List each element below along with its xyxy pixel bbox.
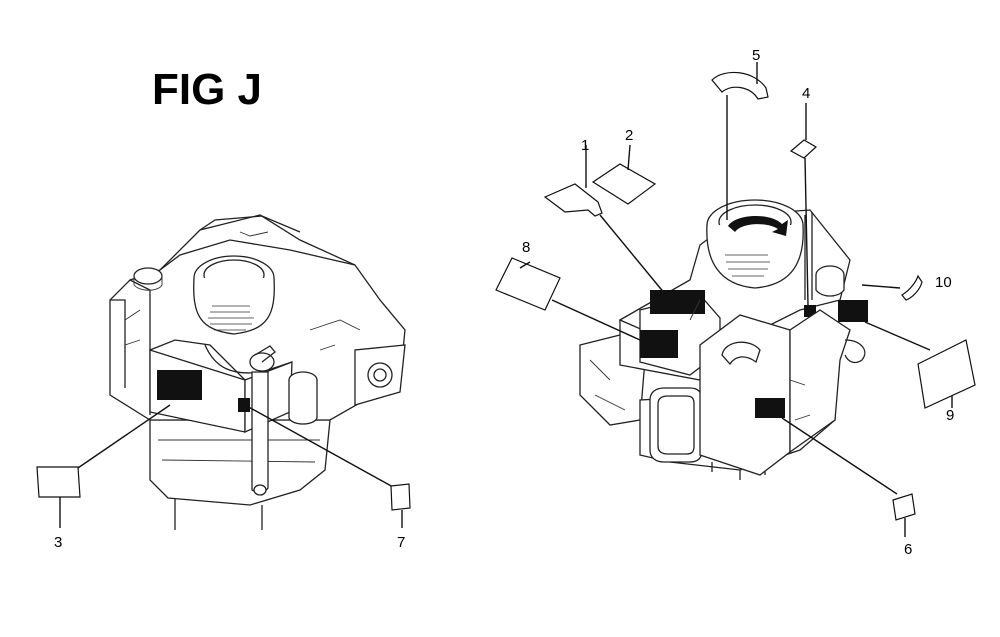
- label-part-2: [591, 163, 657, 205]
- leader-10: [861, 284, 901, 289]
- leader-8: [551, 299, 641, 341]
- leader-4: [804, 157, 809, 306]
- label-part-3: [36, 466, 81, 498]
- callout-3: 3: [54, 534, 62, 551]
- decal-9-right-engine: [838, 300, 868, 322]
- decal-6-right-engine: [755, 398, 785, 418]
- label-part-5: [711, 71, 769, 100]
- callout-9: 9: [946, 407, 954, 424]
- callout-2: 2: [625, 127, 633, 144]
- figure-title: FIG J: [152, 65, 262, 114]
- decal-1-right-engine: [650, 290, 705, 314]
- leader-1: [599, 214, 671, 301]
- label-part-4: [789, 139, 818, 159]
- engine-right-illustration: [579, 199, 868, 480]
- label-part-6: [892, 493, 916, 521]
- label-part-9: [917, 339, 976, 409]
- decal-7-left-engine: [238, 398, 250, 412]
- label-part-1: [543, 183, 603, 217]
- callout-4: 4: [802, 85, 810, 102]
- callout-7: 7: [397, 534, 405, 551]
- callout-8: 8: [522, 239, 530, 256]
- callout-10: 10: [935, 274, 952, 291]
- callout-5: 5: [752, 47, 760, 64]
- callout-6: 6: [904, 541, 912, 558]
- leader-7: [244, 404, 394, 488]
- engine-left-illustration: [109, 214, 406, 530]
- decal-3-left-engine: [157, 370, 202, 400]
- label-part-10: [901, 274, 923, 301]
- label-part-8: [495, 257, 561, 311]
- callout-1: 1: [581, 137, 589, 154]
- label-part-7: [390, 483, 411, 511]
- leader-6: [781, 417, 898, 495]
- leader-9: [864, 321, 931, 351]
- decal-8-right-engine: [640, 330, 678, 358]
- leader-3: [74, 404, 171, 471]
